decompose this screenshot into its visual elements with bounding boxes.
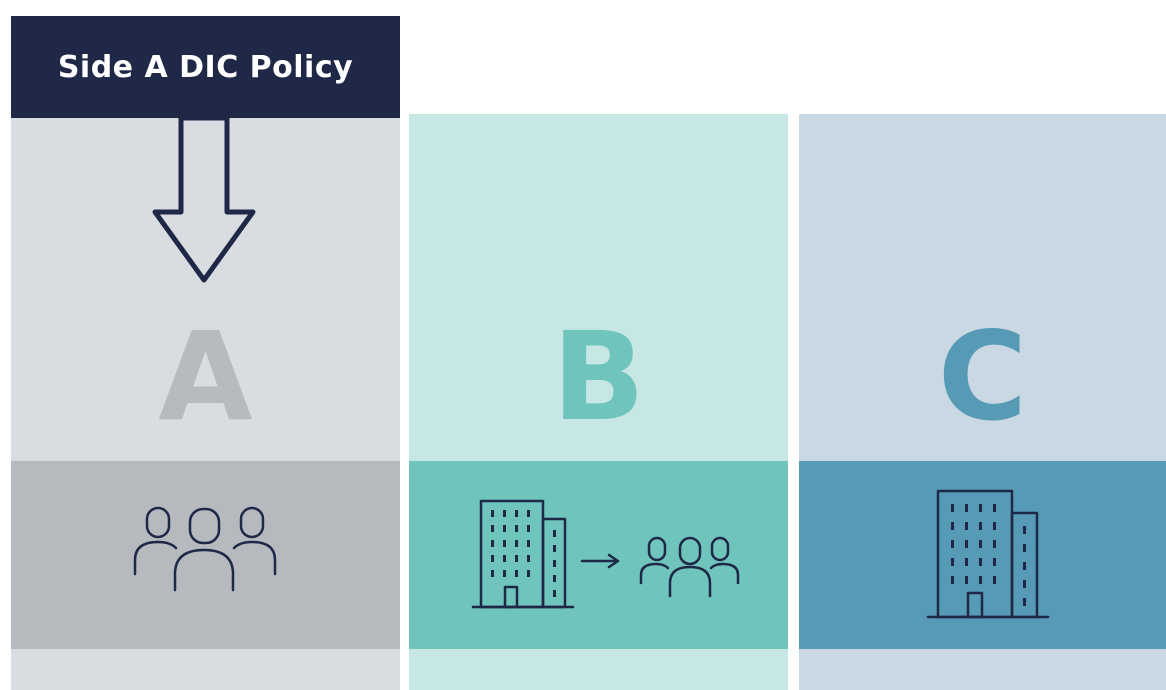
- column-b: B: [409, 114, 788, 690]
- column-a-icon-band: [11, 461, 400, 649]
- header-label: Side A DIC Policy: [57, 49, 354, 85]
- building-icon: [926, 489, 1050, 619]
- people-group-icon: [133, 506, 277, 592]
- column-b-letter: B: [552, 306, 645, 448]
- column-b-icon-band: [409, 461, 788, 649]
- side-a-dic-policy-header: Side A DIC Policy: [11, 16, 400, 118]
- column-c-letter: C: [937, 306, 1028, 448]
- column-a-letter: A: [158, 306, 253, 448]
- column-c: C: [799, 114, 1166, 690]
- down-arrow-icon: [152, 118, 256, 283]
- building-to-people-icon: [471, 499, 740, 609]
